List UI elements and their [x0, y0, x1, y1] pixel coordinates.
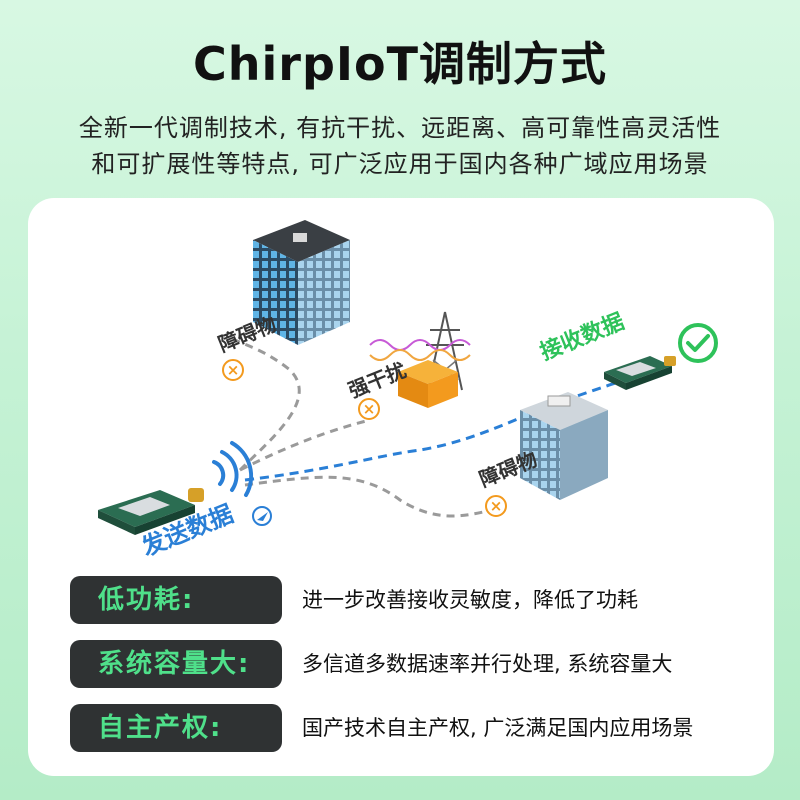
label-receive: 接收数据	[537, 308, 628, 365]
blocked-marker-right: ×	[485, 495, 507, 517]
subtitle-line-2: 和可扩展性等特点, 可广泛应用于国内各种广域应用场景	[91, 150, 709, 178]
path-to-top-obstacle	[234, 338, 301, 472]
signal-wave-icon	[212, 441, 254, 497]
feature-label: 自主产权:	[70, 704, 282, 752]
feature-desc: 国产技术自主产权, 广泛满足国内应用场景	[302, 716, 694, 740]
blocked-marker-interference: ×	[358, 398, 380, 420]
feature-label: 系统容量大:	[70, 640, 282, 688]
svg-text:×: ×	[490, 497, 503, 515]
send-arrow-icon	[252, 506, 272, 526]
obstacle-building-right	[520, 392, 608, 500]
feature-low-power: 低功耗: 进一步改善接收灵敏度，降低了功耗	[70, 576, 734, 624]
generator-box	[398, 360, 458, 408]
feature-desc: 多信道多数据速率并行处理, 系统容量大	[302, 652, 673, 676]
label-obstacle-right: 障碍物	[476, 447, 541, 492]
label-obstacle-top: 障碍物	[215, 312, 280, 357]
path-to-receiver	[244, 380, 619, 482]
feature-label: 低功耗:	[70, 576, 282, 624]
page-title: ChirpIoT调制方式	[193, 37, 607, 91]
feature-ip: 自主产权: 国产技术自主产权, 广泛满足国内应用场景	[70, 704, 734, 752]
feature-capacity: 系统容量大: 多信道多数据速率并行处理, 系统容量大	[70, 640, 734, 688]
path-to-right-obstacle	[244, 475, 501, 518]
svg-text:×: ×	[227, 361, 240, 379]
subtitle-line-1: 全新一代调制技术, 有抗干扰、远距离、高可靠性高灵活性	[78, 114, 722, 142]
sender-module	[98, 488, 204, 535]
svg-text:×: ×	[363, 400, 376, 418]
check-icon	[678, 323, 718, 363]
path-to-interference	[239, 418, 371, 472]
receiver-module	[604, 356, 676, 390]
feature-desc: 进一步改善接收灵敏度，降低了功耗	[302, 588, 638, 612]
obstacle-building-top	[253, 220, 350, 345]
blocked-marker-top: ×	[222, 359, 244, 381]
